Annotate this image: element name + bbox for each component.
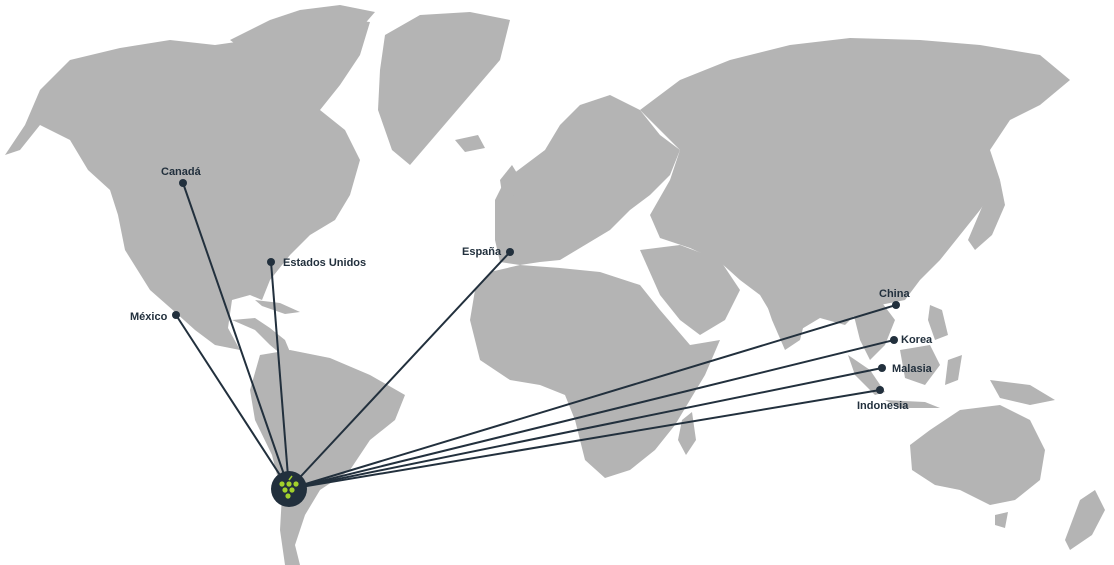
iceland bbox=[455, 135, 485, 152]
new-zealand bbox=[1065, 490, 1105, 550]
south-america bbox=[250, 350, 405, 565]
route-line-spain bbox=[288, 251, 511, 490]
cuba bbox=[255, 300, 300, 314]
label-china: China bbox=[879, 288, 910, 300]
label-spain: España bbox=[462, 246, 502, 258]
middle-east bbox=[640, 245, 740, 335]
indochina bbox=[850, 300, 895, 360]
central-america bbox=[232, 318, 290, 355]
marker-usa[interactable] bbox=[267, 258, 275, 266]
north-america bbox=[5, 18, 370, 350]
route-line-indonesia bbox=[288, 389, 881, 490]
route-line-canada bbox=[182, 182, 290, 490]
grapes-icon bbox=[279, 475, 299, 499]
marker-china[interactable] bbox=[892, 301, 900, 309]
route-line-usa bbox=[270, 261, 290, 490]
madagascar bbox=[678, 412, 696, 455]
arctic-islands bbox=[230, 5, 375, 62]
australia bbox=[910, 405, 1045, 505]
label-canada: Canadá bbox=[161, 166, 202, 178]
new-guinea bbox=[990, 380, 1055, 405]
europe bbox=[495, 95, 680, 265]
hub-circle bbox=[271, 471, 307, 507]
marker-mexico[interactable] bbox=[172, 311, 180, 319]
label-mexico: México bbox=[130, 311, 168, 323]
route-line-korea bbox=[288, 339, 895, 490]
route-lines bbox=[175, 182, 897, 490]
tasmania bbox=[995, 512, 1008, 528]
sulawesi bbox=[945, 355, 962, 385]
origin-hub bbox=[271, 471, 307, 507]
british-isles bbox=[500, 165, 520, 200]
marker-malaysia[interactable] bbox=[878, 364, 886, 372]
java bbox=[885, 400, 940, 408]
marker-indonesia[interactable] bbox=[876, 386, 884, 394]
landmasses bbox=[5, 5, 1105, 565]
greenland bbox=[378, 12, 510, 165]
marker-canada[interactable] bbox=[179, 179, 187, 187]
route-line-malaysia bbox=[288, 367, 883, 490]
route-line-mexico bbox=[175, 314, 290, 490]
philippines bbox=[928, 305, 948, 340]
label-korea: Korea bbox=[901, 334, 933, 346]
label-malaysia: Malasia bbox=[892, 363, 933, 375]
route-line-china bbox=[288, 304, 897, 490]
japan bbox=[968, 180, 1005, 250]
label-indonesia: Indonesia bbox=[857, 400, 909, 412]
marker-spain[interactable] bbox=[506, 248, 514, 256]
sumatra bbox=[848, 355, 885, 395]
africa bbox=[470, 265, 720, 478]
borneo bbox=[900, 345, 940, 385]
asia bbox=[640, 38, 1070, 345]
india bbox=[760, 282, 810, 350]
marker-korea[interactable] bbox=[890, 336, 898, 344]
label-usa: Estados Unidos bbox=[283, 257, 366, 269]
